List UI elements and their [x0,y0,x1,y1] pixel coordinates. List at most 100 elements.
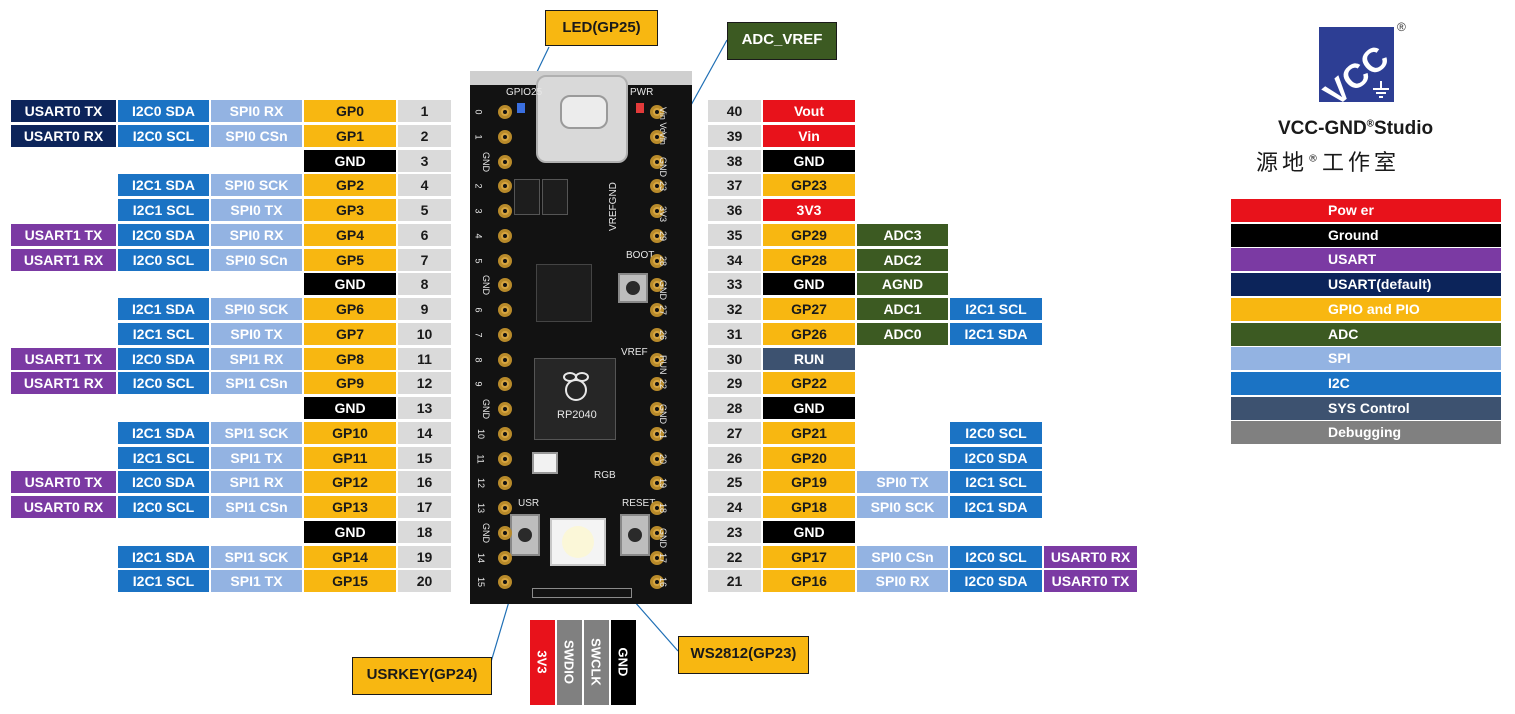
usart-label: USART1 TX [11,347,116,370]
i2c-label: I2C1 SDA [118,298,209,320]
pin-pad [498,278,512,293]
function-label: GND [763,520,855,543]
legend-row: Ground [1231,223,1501,247]
spi-label: SPI1 SCK [211,421,302,444]
board-pin-label: 9 [473,381,484,387]
pin-number: 35 [708,223,761,246]
boot-button [618,273,648,303]
gpio-label: GP14 [304,545,396,568]
pin-number: 30 [708,347,761,370]
boot-button-cap [626,281,640,295]
spi-label: SPI0 RX [211,223,302,246]
legend-swatch [1231,371,1324,395]
board-pin-label: 5 [473,257,484,264]
function-label: Vout [763,100,855,122]
adc-label: ADC0 [857,322,948,345]
i2c-label: I2C1 SDA [118,421,209,444]
logo-name-reg: ® [1366,118,1375,130]
board-pin-label: GND [481,275,491,296]
diode-right [542,179,568,215]
debug-pin-label: 3V3 [534,650,550,674]
spi-label: SPI0 TX [211,322,302,345]
pin-pad [498,476,512,491]
pin-pad [498,179,512,194]
logo-name-cn: 源地®工作室 [1256,145,1400,177]
pin-pad [498,303,512,317]
gpio-label: GP12 [304,471,396,494]
pin-number: 37 [708,174,761,197]
ws2812-led [550,518,606,566]
pin-number: 29 [708,372,761,395]
i2c-label: I2C1 SCL [950,471,1042,494]
pin-pad [498,501,512,515]
pin-pad [498,129,512,144]
gpio-label: GND [304,520,396,543]
gpio-label: GP9 [304,372,396,395]
board-pin-label: 27 [658,305,668,316]
adc-vref-callout: ADC_VREF [727,22,837,60]
board-pin-label: GND [481,151,491,172]
spi-label: SPI0 CSn [211,124,302,147]
gpio-label: GND [304,149,396,172]
gpio-label: GP4 [304,223,396,246]
function-label: GND [763,273,855,296]
spi-label: SPI0 RX [211,100,302,122]
reset-button-cap [628,528,642,542]
board-pin-label: 0 [473,109,484,115]
legend-row: SPI [1231,347,1501,371]
gpio-label: GP11 [304,446,396,469]
spi-label: SPI1 RX [211,347,302,370]
i2c-label: I2C0 SDA [118,347,209,370]
flash-chip [536,264,592,322]
pin-number: 17 [398,496,451,518]
board-pin-label: 14 [476,552,487,563]
pwr-led [636,103,644,113]
pin-pad [650,228,664,243]
board-pin-label: 8 [473,356,484,363]
function-label: 3V3 [763,199,855,221]
board-pin-label: RUN [658,354,668,375]
gpio-label: GP3 [304,199,396,221]
adc-label: AGND [857,273,948,296]
spi-label: SPI0 CSn [857,545,948,568]
pin-number: 4 [398,174,451,197]
board-pin-label: 11 [475,453,486,464]
gpio-label: GP10 [304,421,396,444]
legend-row: GPIO and PIO [1231,297,1501,321]
i2c-label: I2C1 SDA [950,322,1042,345]
i2c-label: I2C1 SCL [118,570,209,593]
i2c-label: I2C0 SDA [118,471,209,494]
legend-label: Ground [1324,223,1501,247]
board-pin-label: 20 [658,453,668,464]
board-pin-label: GND [658,404,668,424]
i2c-label: I2C1 SCL [118,446,209,469]
board-pin-label: 10 [476,428,487,439]
pin-number: 22 [708,545,761,568]
pin-number: 25 [708,471,761,494]
legend-swatch [1231,347,1324,371]
led-gp25-callout: LED(GP25) [545,10,658,46]
pin-number: 26 [708,446,761,469]
led-gp25 [517,103,525,113]
pin-number: 10 [398,322,451,345]
i2c-label: I2C1 SCL [118,199,209,221]
pin-number: 5 [398,199,451,221]
spi-label: SPI0 SCK [211,174,302,197]
pin-pad [498,352,512,367]
function-label: Vin [763,124,855,147]
function-label: GP27 [763,298,855,320]
board-pin-label: Vin [658,131,668,145]
board-pin-label: 22 [658,379,668,390]
i2c-label: I2C0 SDA [950,446,1042,469]
rp2040-chip-label: RP2040 [557,409,597,421]
usb-c-connector [536,75,628,163]
gpio-label: GP2 [304,174,396,197]
rgb-led-small [532,452,558,474]
i2c-label: I2C0 SDA [118,223,209,246]
function-label: RUN [763,347,855,370]
debug-pin-label: SWDIO [561,639,577,685]
board-pin-label: 26 [658,329,668,340]
adc-label: ADC3 [857,223,948,246]
spi-label: SPI1 TX [211,570,302,593]
pin-pad [650,278,664,293]
